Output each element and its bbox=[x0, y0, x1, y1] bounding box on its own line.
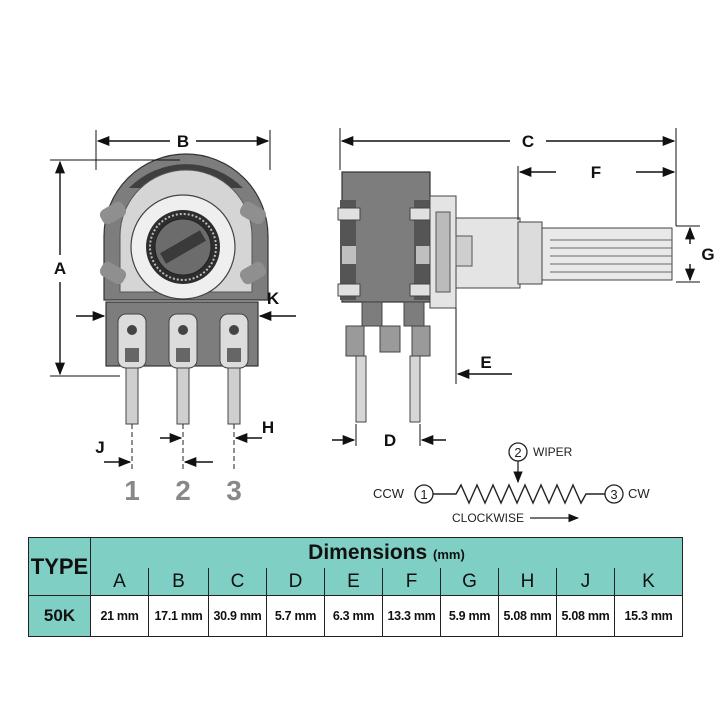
potentiometer-drawing: 50K bbox=[50, 128, 715, 525]
dimensions-unit: (mm) bbox=[433, 547, 465, 562]
dim-label-h: H bbox=[262, 418, 274, 437]
cell-j: 5.08 mm bbox=[556, 595, 615, 637]
dimensions-title: Dimensions bbox=[308, 541, 428, 564]
col-header-a: A bbox=[90, 568, 149, 596]
wiper-label: WIPER bbox=[533, 445, 573, 459]
col-header-h: H bbox=[498, 568, 557, 596]
cell-d: 5.7 mm bbox=[266, 595, 325, 637]
ccw-label: CCW bbox=[373, 486, 405, 501]
col-header-e: E bbox=[324, 568, 383, 596]
col-header-f: F bbox=[382, 568, 441, 596]
dim-label-f: F bbox=[591, 163, 601, 182]
type-header: TYPE bbox=[28, 537, 91, 596]
cell-b: 17.1 mm bbox=[148, 595, 209, 637]
col-header-c: C bbox=[208, 568, 267, 596]
dim-label-a: A bbox=[54, 259, 66, 278]
dim-label-g: G bbox=[701, 245, 714, 264]
pin-number-3: 3 bbox=[226, 475, 242, 506]
cell-a: 21 mm bbox=[90, 595, 149, 637]
cell-c: 30.9 mm bbox=[208, 595, 267, 637]
dim-label-b: B bbox=[177, 132, 189, 151]
cw-label: CW bbox=[628, 486, 650, 501]
dim-label-j: J bbox=[95, 438, 104, 457]
side-view: C F G E D bbox=[332, 128, 715, 450]
pin-number-1: 1 bbox=[124, 475, 140, 506]
terminal-1 bbox=[117, 313, 147, 425]
col-header-k: K bbox=[614, 568, 683, 596]
circuit-symbol: CCW 1 3 CW 2 WIPER CLOCKWISE bbox=[373, 442, 650, 525]
col-header-b: B bbox=[148, 568, 209, 596]
circuit-pin-3: 3 bbox=[610, 487, 617, 502]
cell-h: 5.08 mm bbox=[498, 595, 557, 637]
dimensions-header: Dimensions (mm) bbox=[90, 537, 683, 568]
col-header-j: J bbox=[556, 568, 615, 596]
pin-number-2: 2 bbox=[175, 475, 191, 506]
row-type: 50K bbox=[28, 595, 91, 637]
cell-k: 15.3 mm bbox=[614, 595, 683, 637]
circuit-pin-1: 1 bbox=[420, 487, 427, 502]
terminal-2 bbox=[168, 313, 198, 425]
dim-label-k: K bbox=[267, 289, 280, 308]
cell-e: 6.3 mm bbox=[324, 595, 383, 637]
terminal-3 bbox=[219, 313, 249, 425]
cell-g: 5.9 mm bbox=[440, 595, 499, 637]
table-row: 50K 21 mm 17.1 mm 30.9 mm 5.7 mm 6.3 mm … bbox=[28, 595, 683, 637]
circuit-pin-2: 2 bbox=[514, 445, 521, 460]
dimension-table: TYPE Dimensions (mm) A B C D E F G H J K… bbox=[28, 537, 683, 637]
dim-label-e: E bbox=[480, 353, 491, 372]
clockwise-label: CLOCKWISE bbox=[452, 511, 524, 525]
col-header-g: G bbox=[440, 568, 499, 596]
col-header-d: D bbox=[266, 568, 325, 596]
dim-label-d: D bbox=[384, 431, 396, 450]
front-view: 50K bbox=[50, 130, 296, 506]
cell-f: 13.3 mm bbox=[382, 595, 441, 637]
dim-label-c: C bbox=[522, 132, 534, 151]
